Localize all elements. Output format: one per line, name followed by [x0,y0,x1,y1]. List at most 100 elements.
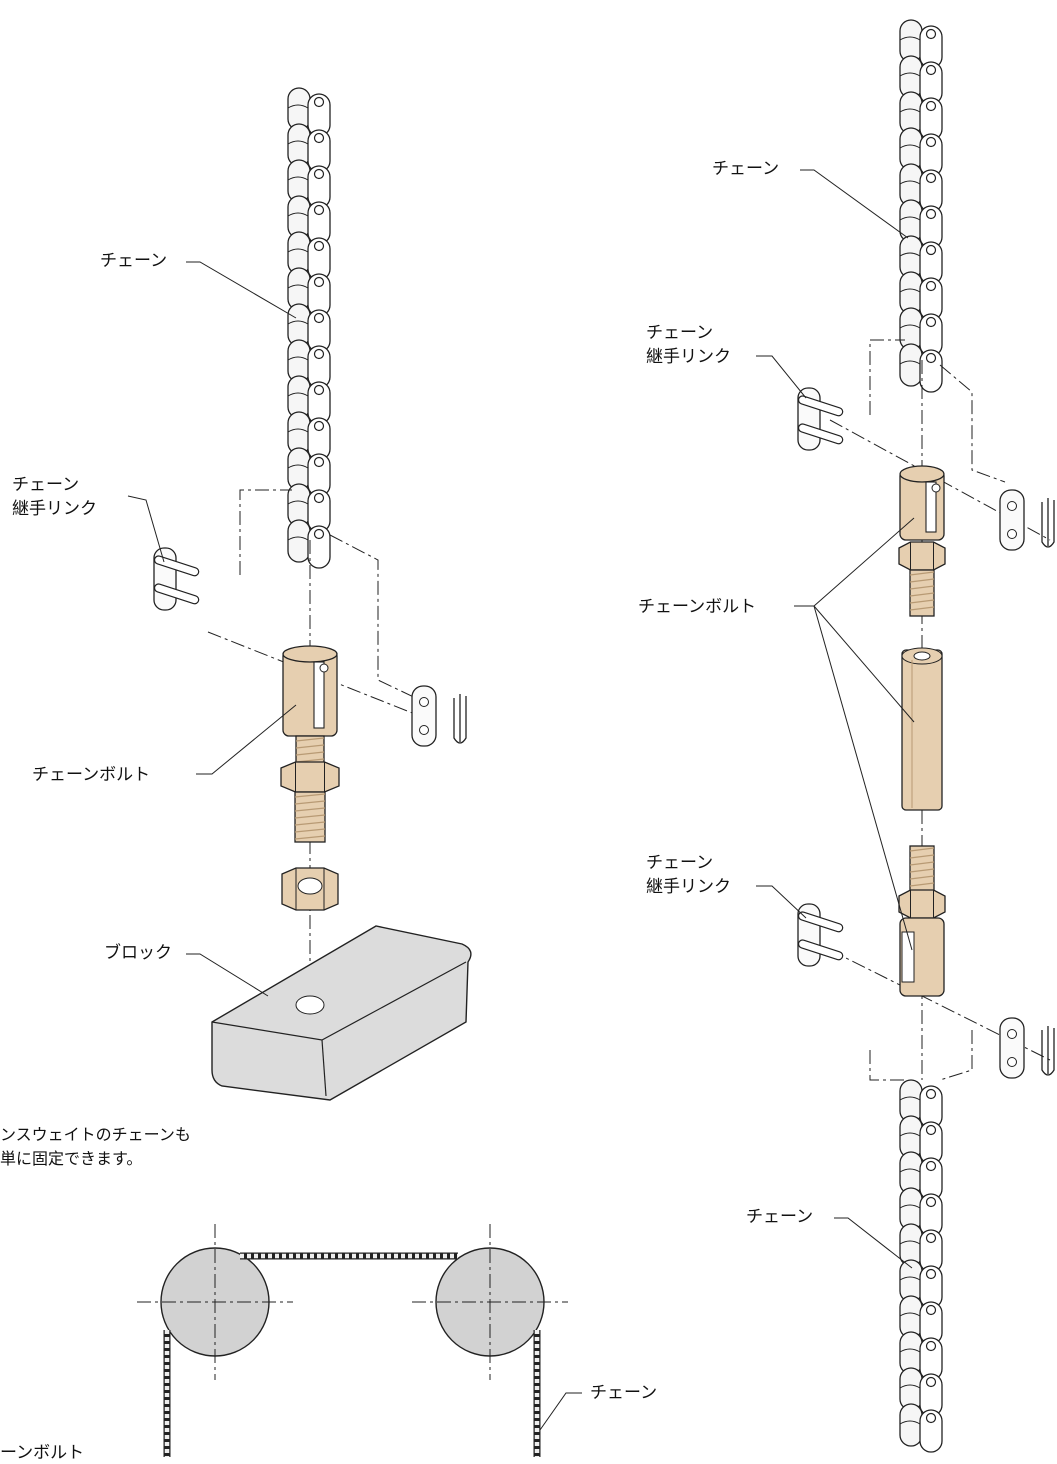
leader-right-joint-link-top [756,355,807,399]
note-line-2: 単に固定できます。 [0,1149,143,1168]
chain-pin-hole [313,204,325,216]
thread-line [909,875,935,880]
thread-line [909,882,935,887]
left-assembly-parts [153,489,472,1101]
joint-link-pin [153,583,200,605]
note-line-1: ンスウェイトのチェーンも [0,1125,191,1144]
clevis-slot [313,661,325,729]
chain-roller-curve [899,36,921,41]
spring-clip [1041,1026,1055,1076]
chain-pin-hole [925,64,937,76]
right-joint-link-bottom-label-line1: チェーン [646,853,714,873]
chain-roller-curve [287,392,309,397]
block-label: ブロック [104,943,172,963]
chain-pin-hole [313,168,325,180]
chain-pin-hole [313,528,325,540]
chain-roller-curve [899,360,921,365]
chain-roller-curve [899,72,921,77]
chain-roller-curve [899,1384,921,1389]
chain-roller-curve [287,212,309,217]
block-body [211,925,472,1101]
plate-hole [1007,501,1017,511]
chain-pin-hole [313,456,325,468]
chain-roller-curve [899,1204,921,1209]
right-joint-link-bottom-label-line2: 継手リンク [646,877,731,897]
clevis-slot-lower [901,931,915,983]
chain-outer-plate [307,525,331,569]
thread-line [295,737,325,742]
clevis-slot [925,481,937,533]
hex-nut [280,761,340,793]
chain-roller-curve [899,216,921,221]
right-joint-link-top-label-line1: チェーン [646,323,714,343]
chain-pin-hole [313,492,325,504]
joint-link-pin [797,939,844,961]
hex-nut [898,541,946,571]
chain-roller-curve [899,324,921,329]
block-hole [295,995,325,1015]
chain-pin-hole [313,348,325,360]
bolt-head-top [282,645,338,663]
chain-pin-hole [925,1376,937,1388]
chain-inner-plate [899,1403,923,1447]
chain-outer-plate [919,349,943,393]
chain-roller-curve [899,180,921,185]
chain-roller-curve [287,356,309,361]
layout-line [939,364,1006,483]
outer-link-plate [999,1017,1025,1079]
chain-pin-hole [925,316,937,328]
outer-link-plate [999,489,1025,551]
thread-line [294,814,326,819]
bottom-chain-bolt-label-partial: ーンボルト [0,1443,85,1463]
leader-right-joint-link-bottom [756,885,807,919]
chain-pin-hole [925,244,937,256]
chain-pin-hole [313,312,325,324]
chain-roller-curve [287,104,309,109]
chain-roller-curve [899,1240,921,1245]
leader-right-bolt-2 [813,605,915,723]
thread-line [909,861,935,866]
chain-pin-hole [313,96,325,108]
chain-pin-hole [925,1304,937,1316]
chain-pin-hole [925,28,937,40]
chain-pin-hole [925,352,937,364]
spring-clip [453,694,467,744]
chain-roller-curve [899,1276,921,1281]
right-assembly-parts [797,339,1055,1081]
chain-pin-hole [925,1088,937,1100]
thread-line [294,807,326,812]
chain-pin-hole [925,100,937,112]
thread-line [909,585,935,590]
chain-pin-hole [925,1412,937,1424]
chain-inner-plate [899,343,923,387]
thread-line [294,835,326,840]
layout-line [329,534,421,701]
counterweight-sprocket-diagram [137,1224,568,1457]
thread-line [295,744,325,749]
chain-pin-hole [925,1232,937,1244]
coupling-nut [901,649,943,811]
left-chain-bolt-label: チェーンボルト [32,765,151,785]
chain-pin-hole [925,1268,937,1280]
hex-nut [898,889,946,919]
chain-roller-curve [899,252,921,257]
chain-pin-hole [925,1196,937,1208]
leader-left-chain [186,261,297,319]
thread-line [909,578,935,583]
thread-line [294,828,326,833]
thread-line [294,800,326,805]
chain-roller-curve [287,536,309,541]
chain-roller-curve [287,464,309,469]
thread-line [909,571,935,576]
chain-roller-curve [287,176,309,181]
plate-hole [419,697,429,707]
chain-pin-hole [925,208,937,220]
left-upper-chain [287,87,331,569]
layout-line [939,1030,973,1081]
chain-pin-hole [925,172,937,184]
chain-pin-hole [925,280,937,292]
chain-pin-hole [925,1160,937,1172]
joint-link-pin [153,555,200,577]
